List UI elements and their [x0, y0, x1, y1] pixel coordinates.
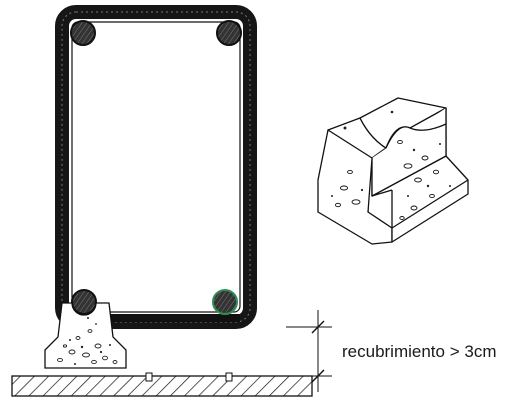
stirrup	[55, 5, 257, 329]
concrete-spacer-front	[44, 302, 127, 369]
rebar-bottom-left	[71, 289, 97, 315]
cover-dimension	[286, 310, 332, 392]
rebar-bottom-right	[212, 289, 238, 315]
hatched-base	[11, 372, 313, 397]
rebar-top-right	[216, 20, 242, 46]
spacer-isometric	[317, 97, 469, 245]
rebar-top-left	[70, 20, 96, 46]
cover-label: recubrimiento > 3cm	[342, 342, 496, 361]
